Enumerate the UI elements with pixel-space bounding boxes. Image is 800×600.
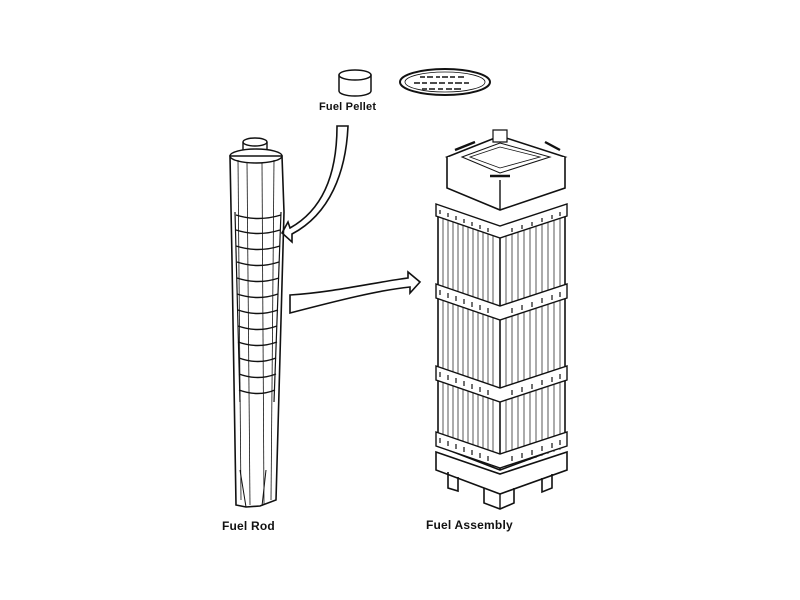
fuel-rod (229, 137, 285, 508)
arrow-rod-to-assembly (289, 270, 422, 315)
fuel-rod-label: Fuel Rod (222, 519, 275, 533)
fuel-pellet-cylinder (338, 69, 372, 97)
fuel-assembly-label: Fuel Assembly (426, 518, 513, 532)
fuel-assembly (435, 129, 568, 510)
arrow-pellet-to-rod (280, 125, 349, 244)
fuel-pellet-label: Fuel Pellet (319, 101, 377, 113)
pellet-face-disc (399, 68, 491, 96)
